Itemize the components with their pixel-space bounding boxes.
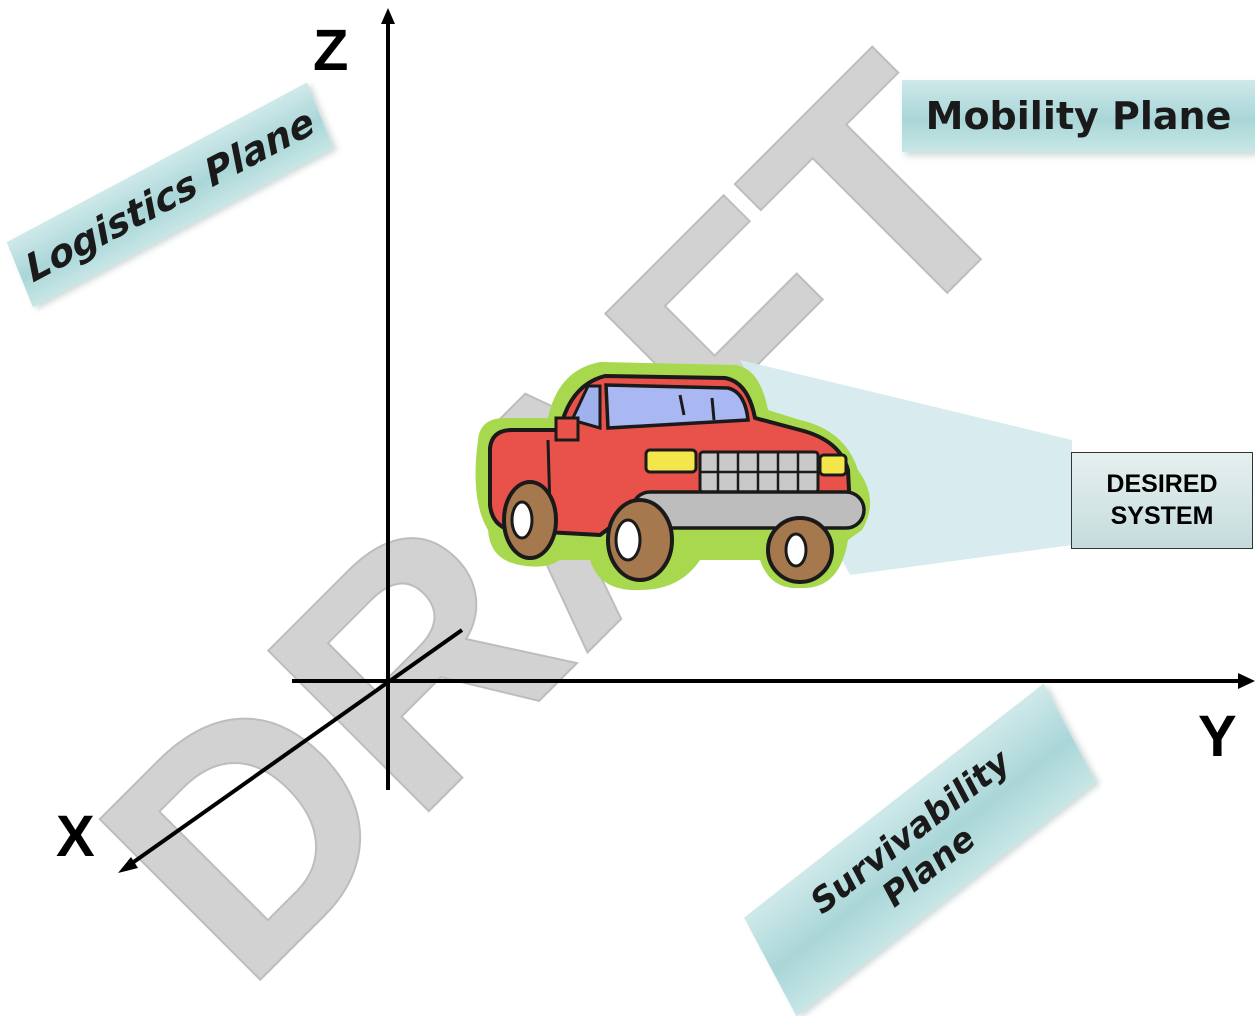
- x-axis-arrowhead: [118, 857, 138, 873]
- mobility-plane-label: Mobility Plane: [925, 94, 1232, 138]
- x-axis: [126, 628, 464, 868]
- x-axis-label: X: [56, 804, 95, 869]
- y-axis-arrowhead: [1238, 673, 1255, 689]
- z-axis-label: Z: [313, 18, 349, 83]
- axes: [118, 8, 1255, 873]
- pickup-truck-icon: [475, 362, 871, 591]
- desired-system-line1: DESIRED: [1106, 470, 1218, 499]
- desired-system-callout: DESIRED SYSTEM: [1071, 452, 1253, 549]
- mobility-plane-card: Mobility Plane: [902, 80, 1255, 152]
- z-axis-arrowhead: [381, 8, 395, 24]
- desired-system-line2: SYSTEM: [1110, 501, 1214, 530]
- diagram-canvas: DRAFT Z Y X Logistics Plane Mobility Pla…: [6, 0, 1255, 1016]
- y-axis-label: Y: [1198, 704, 1237, 769]
